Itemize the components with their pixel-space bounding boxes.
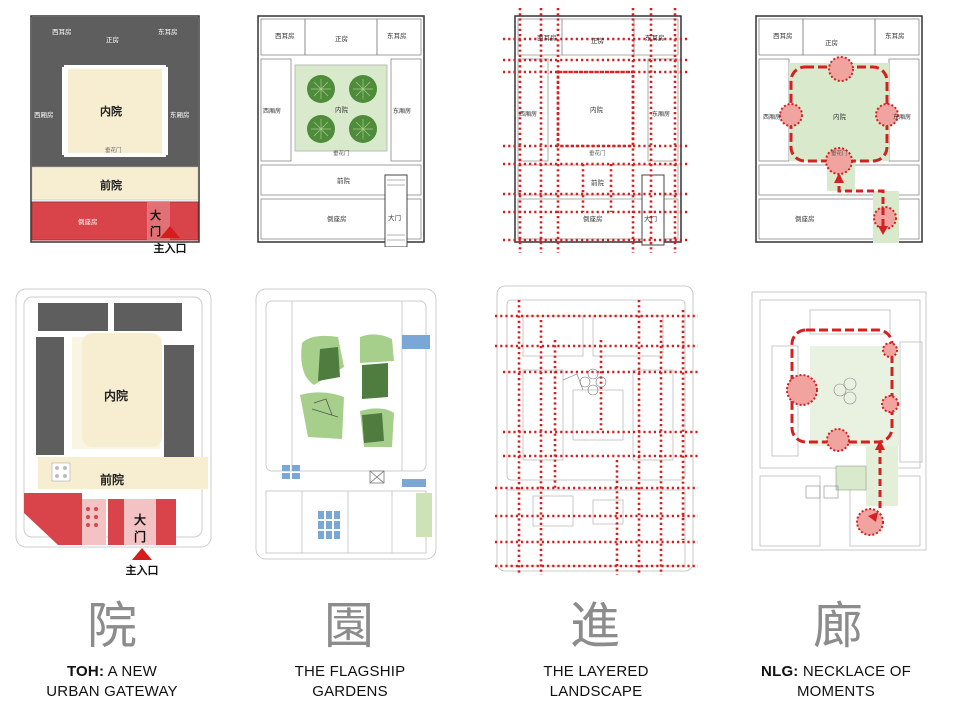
label-west-wing: 西厢房 [34,110,54,119]
garden-trees [307,75,377,143]
label-east-wing: 东厢房 [652,110,670,118]
caption-layered-line1: THE LAYERED [543,663,649,680]
label-gate-bottom: 门 [150,224,161,238]
label-inner-court: 内院 [590,105,604,114]
label-front-court: 前院 [100,472,124,487]
layer-grid-lines [495,300,698,575]
label-south-hall: 倒座房 [78,217,98,226]
entrance-label-bottom: 主入口 [125,564,159,577]
caption-gardens: THE FLAGSHIP GARDENS [240,662,460,702]
label-inner-court: 内院 [100,104,122,118]
label-west-ear: 西耳房 [275,31,295,40]
caption-toh-line1: TOH: A NEW [66,663,158,680]
label-gate-bottom: 门 [134,529,146,544]
label-south-hall: 倒座房 [583,214,603,223]
caption-gardens-line2: GARDENS [312,683,388,700]
label-gate: 大门 [388,213,401,222]
label-inner-court: 内院 [833,112,847,121]
panel-necklace-courtyard-plan: 西耳房 正房 东耳房 西厢房 东厢房 内院 垂花门 倒座房 [755,15,935,247]
label-gate-top: 大 [150,208,161,222]
label-flower-gate: 垂花门 [589,149,606,157]
label-main-hall: 正房 [335,34,348,43]
entrance-marker-bottom: 主入口 [112,548,172,578]
label-west-wing: 西厢房 [763,113,781,121]
entrance-label-top: 主入口 [153,242,187,255]
label-main-hall: 正房 [591,36,604,45]
label-east-ear: 东耳房 [885,31,905,40]
layer-grid-lines [503,8,688,253]
label-west-ear: 西耳房 [52,27,72,36]
caption-necklace-line1: NLG: NECKLACE OF [761,663,911,680]
necklace-loop [786,328,899,536]
label-flower-gate: 垂花门 [105,146,122,154]
label-east-wing: 东厢房 [170,110,190,119]
caption-necklace-line2: MOMENTS [796,683,876,700]
panel-toh-site-plan: 内院 前院 大 门 [12,285,217,550]
label-south-hall: 倒座房 [327,214,347,223]
panel-toh-courtyard-plan: 西耳房 正房 东耳房 西厢房 东厢房 内院 垂花门 前院 倒座房 大 门 [30,15,200,245]
label-main-hall: 正房 [825,38,838,47]
label-inner-court: 内院 [104,388,128,403]
label-west-ear: 西耳房 [537,33,557,42]
caption-layered: THE LAYERED LANDSCAPE [486,662,706,702]
label-west-wing: 西厢房 [263,107,281,115]
label-east-wing: 东厢房 [393,107,411,115]
label-east-ear: 东耳房 [158,27,178,36]
panel-gardens-courtyard-plan: 西耳房 正房 东耳房 西厢房 东厢房 内院 垂花门 前院 倒座房 大门 [257,15,437,247]
label-south-hall: 倒座房 [795,214,815,223]
symbol-courtyard: 院 [87,597,137,655]
caption-layered-line2: LANDSCAPE [549,683,643,700]
label-flower-gate: 垂花门 [333,149,350,157]
panel-layered-courtyard-plan: 西耳房 正房 东耳房 西厢房 东厢房 内院 垂花门 前院 倒座房 大门 [503,8,688,253]
panel-necklace-site-plan [750,290,930,555]
necklace-loop [779,56,899,235]
label-main-hall: 正房 [106,35,119,44]
label-east-wing: 东厢房 [893,113,911,121]
label-front-court: 前院 [591,178,605,187]
panel-layered-site-plan [493,280,698,575]
label-east-ear: 东耳房 [645,33,665,42]
symbol-progression: 進 [570,597,620,655]
label-gate-top: 大 [134,512,146,527]
label-west-ear: 西耳房 [773,31,793,40]
caption-toh-line2: URBAN GATEWAY [46,683,178,700]
symbol-garden: 園 [324,597,374,655]
blue-seating-grid [282,465,340,539]
symbol-corridor: 廊 [813,597,863,655]
label-west-wing: 西厢房 [519,110,537,118]
panel-gardens-site-plan [252,285,442,570]
label-east-ear: 东耳房 [387,31,407,40]
caption-necklace: NLG: NECKLACE OF MOMENTS [726,662,946,702]
caption-gardens-line1: THE FLAGSHIP [294,663,406,680]
label-gate: 大门 [644,214,657,223]
label-front-court: 前院 [337,176,351,185]
label-inner-court: 内院 [335,105,349,114]
caption-toh: TOH: A NEW URBAN GATEWAY [2,662,222,702]
entrance-marker-top: 主入口 [140,226,200,256]
label-flower-gate: 垂花门 [831,149,848,157]
label-front-court: 前院 [100,178,122,192]
